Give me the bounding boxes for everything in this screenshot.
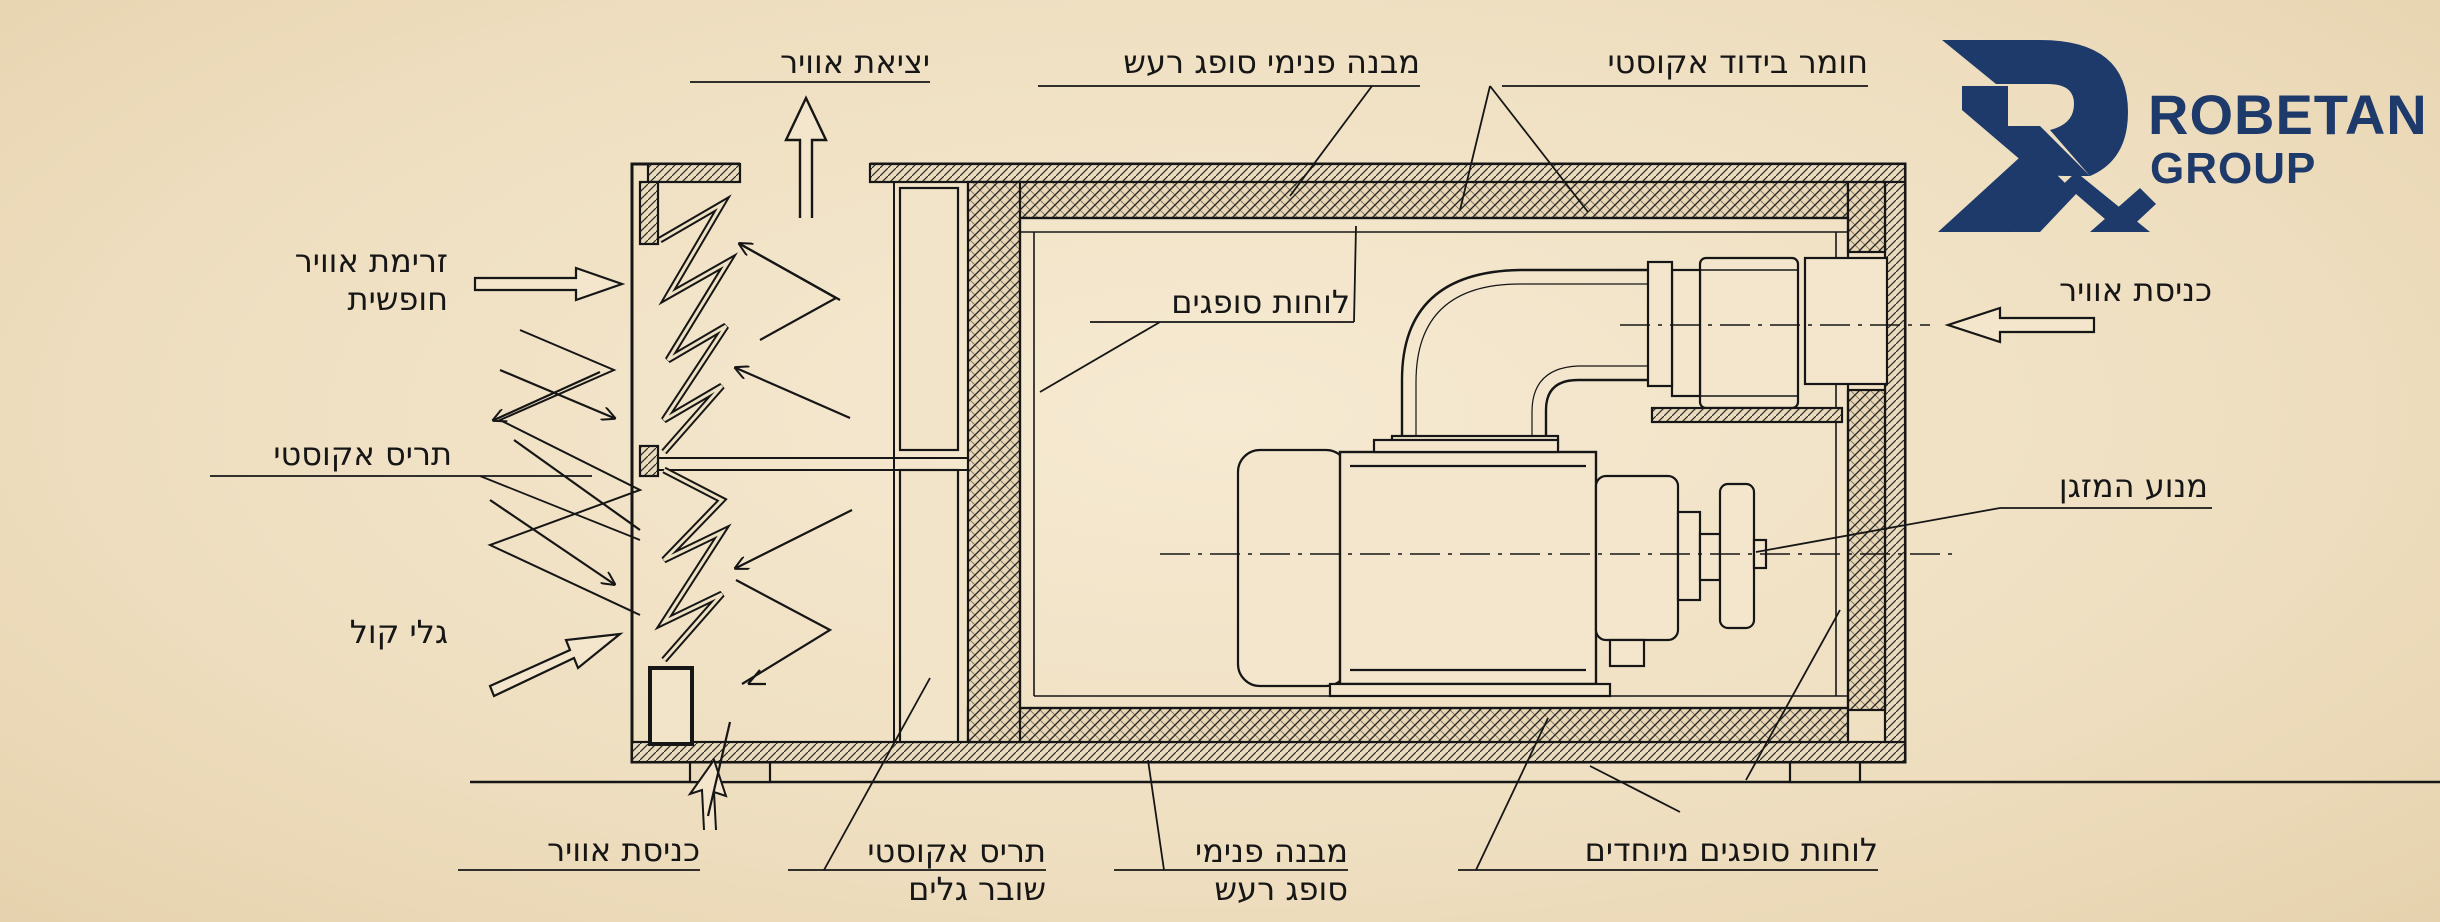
top-wall-left: [646, 162, 742, 184]
inner-insulation-right-top: [1846, 180, 1887, 254]
label-inner-structure-bottom: מבנה פנימי סופג רעש: [1116, 832, 1348, 908]
air-inlet-right-arrow: [1944, 306, 2096, 344]
logo-text-robetan: ROBETAN: [2148, 83, 2428, 146]
bottom-wall: [630, 740, 1907, 764]
leader-lines: [210, 81, 2212, 871]
motor-rear: [1594, 474, 1680, 642]
louver-panel-bottom: [898, 468, 960, 744]
sound-waves-arrow: [488, 632, 624, 698]
zigzag-louver-bottom: [654, 466, 732, 663]
sound-wave-lines: [487, 329, 643, 616]
label-air-inlet-right: כניסת אוויר: [2059, 271, 2212, 309]
label-special-sponge-panels: לוחות סופגים מיוחדים: [1584, 831, 1878, 869]
logo-text-group: GROUP: [2150, 144, 2317, 193]
blower-housing: [1698, 256, 1800, 410]
inner-chamber: [1018, 216, 1850, 710]
left-wall-top: [638, 180, 660, 246]
motor-body: [1338, 450, 1598, 686]
label-inner-structure-bottom-line2: סופג רעש: [1214, 870, 1348, 908]
drain-box: [648, 666, 694, 746]
louver-panel-top: [898, 186, 960, 452]
free-airflow-arrow: [473, 266, 626, 302]
duct-elbow: [1400, 268, 1648, 438]
label-acoustic-insulation: חומר בידוד אקוסטי: [1607, 43, 1868, 81]
left-wall-mid: [638, 444, 660, 478]
label-free-airflow-line1: זרימת אוויר: [294, 242, 448, 280]
label-air-exit: יציאת אוויר: [780, 43, 930, 81]
inner-insulation-right-bottom: [1846, 388, 1887, 712]
label-sound-waves: גלי קול: [349, 613, 448, 651]
label-acoustic-louver: תריס אקוסטי: [273, 435, 452, 473]
label-free-airflow-line2: חופשית: [347, 280, 448, 318]
label-air-inlet-bottom: כניסת אוויר: [547, 831, 700, 869]
air-exit-arrow: [784, 95, 828, 218]
blower-shelf: [1650, 406, 1844, 424]
label-inner-structure-bottom-line1: מבנה פנימי: [1195, 832, 1348, 870]
blower-flange: [1670, 268, 1702, 398]
foot-right: [1788, 760, 1862, 784]
label-sponge-panels: לוחות סופגים: [1171, 283, 1350, 321]
inner-insulation-bottom: [966, 706, 1850, 744]
label-ac-motor: מנוע המזגן: [2058, 467, 2208, 505]
label-free-airflow: זרימת אוויר חופשית: [200, 242, 448, 318]
label-inner-structure-top: מבנה פנימי סופג רעש: [1123, 43, 1420, 81]
inner-insulation-left: [966, 180, 1022, 744]
label-louver-wave-line2: שובר גלים: [908, 870, 1046, 908]
top-wall-right: [868, 162, 1907, 184]
motor-pulley: [1718, 482, 1756, 630]
robetan-logo-mark: [1938, 40, 2156, 232]
inner-insulation-top: [966, 180, 1850, 220]
label-louver-wave: תריס אקוסטי שובר גלים: [790, 832, 1046, 908]
inlet-duct: [1803, 256, 1889, 386]
enclosure-drawing: [470, 95, 2440, 831]
motor-end-cap: [1236, 448, 1350, 688]
label-louver-wave-line1: תריס אקוסטי: [867, 832, 1046, 870]
